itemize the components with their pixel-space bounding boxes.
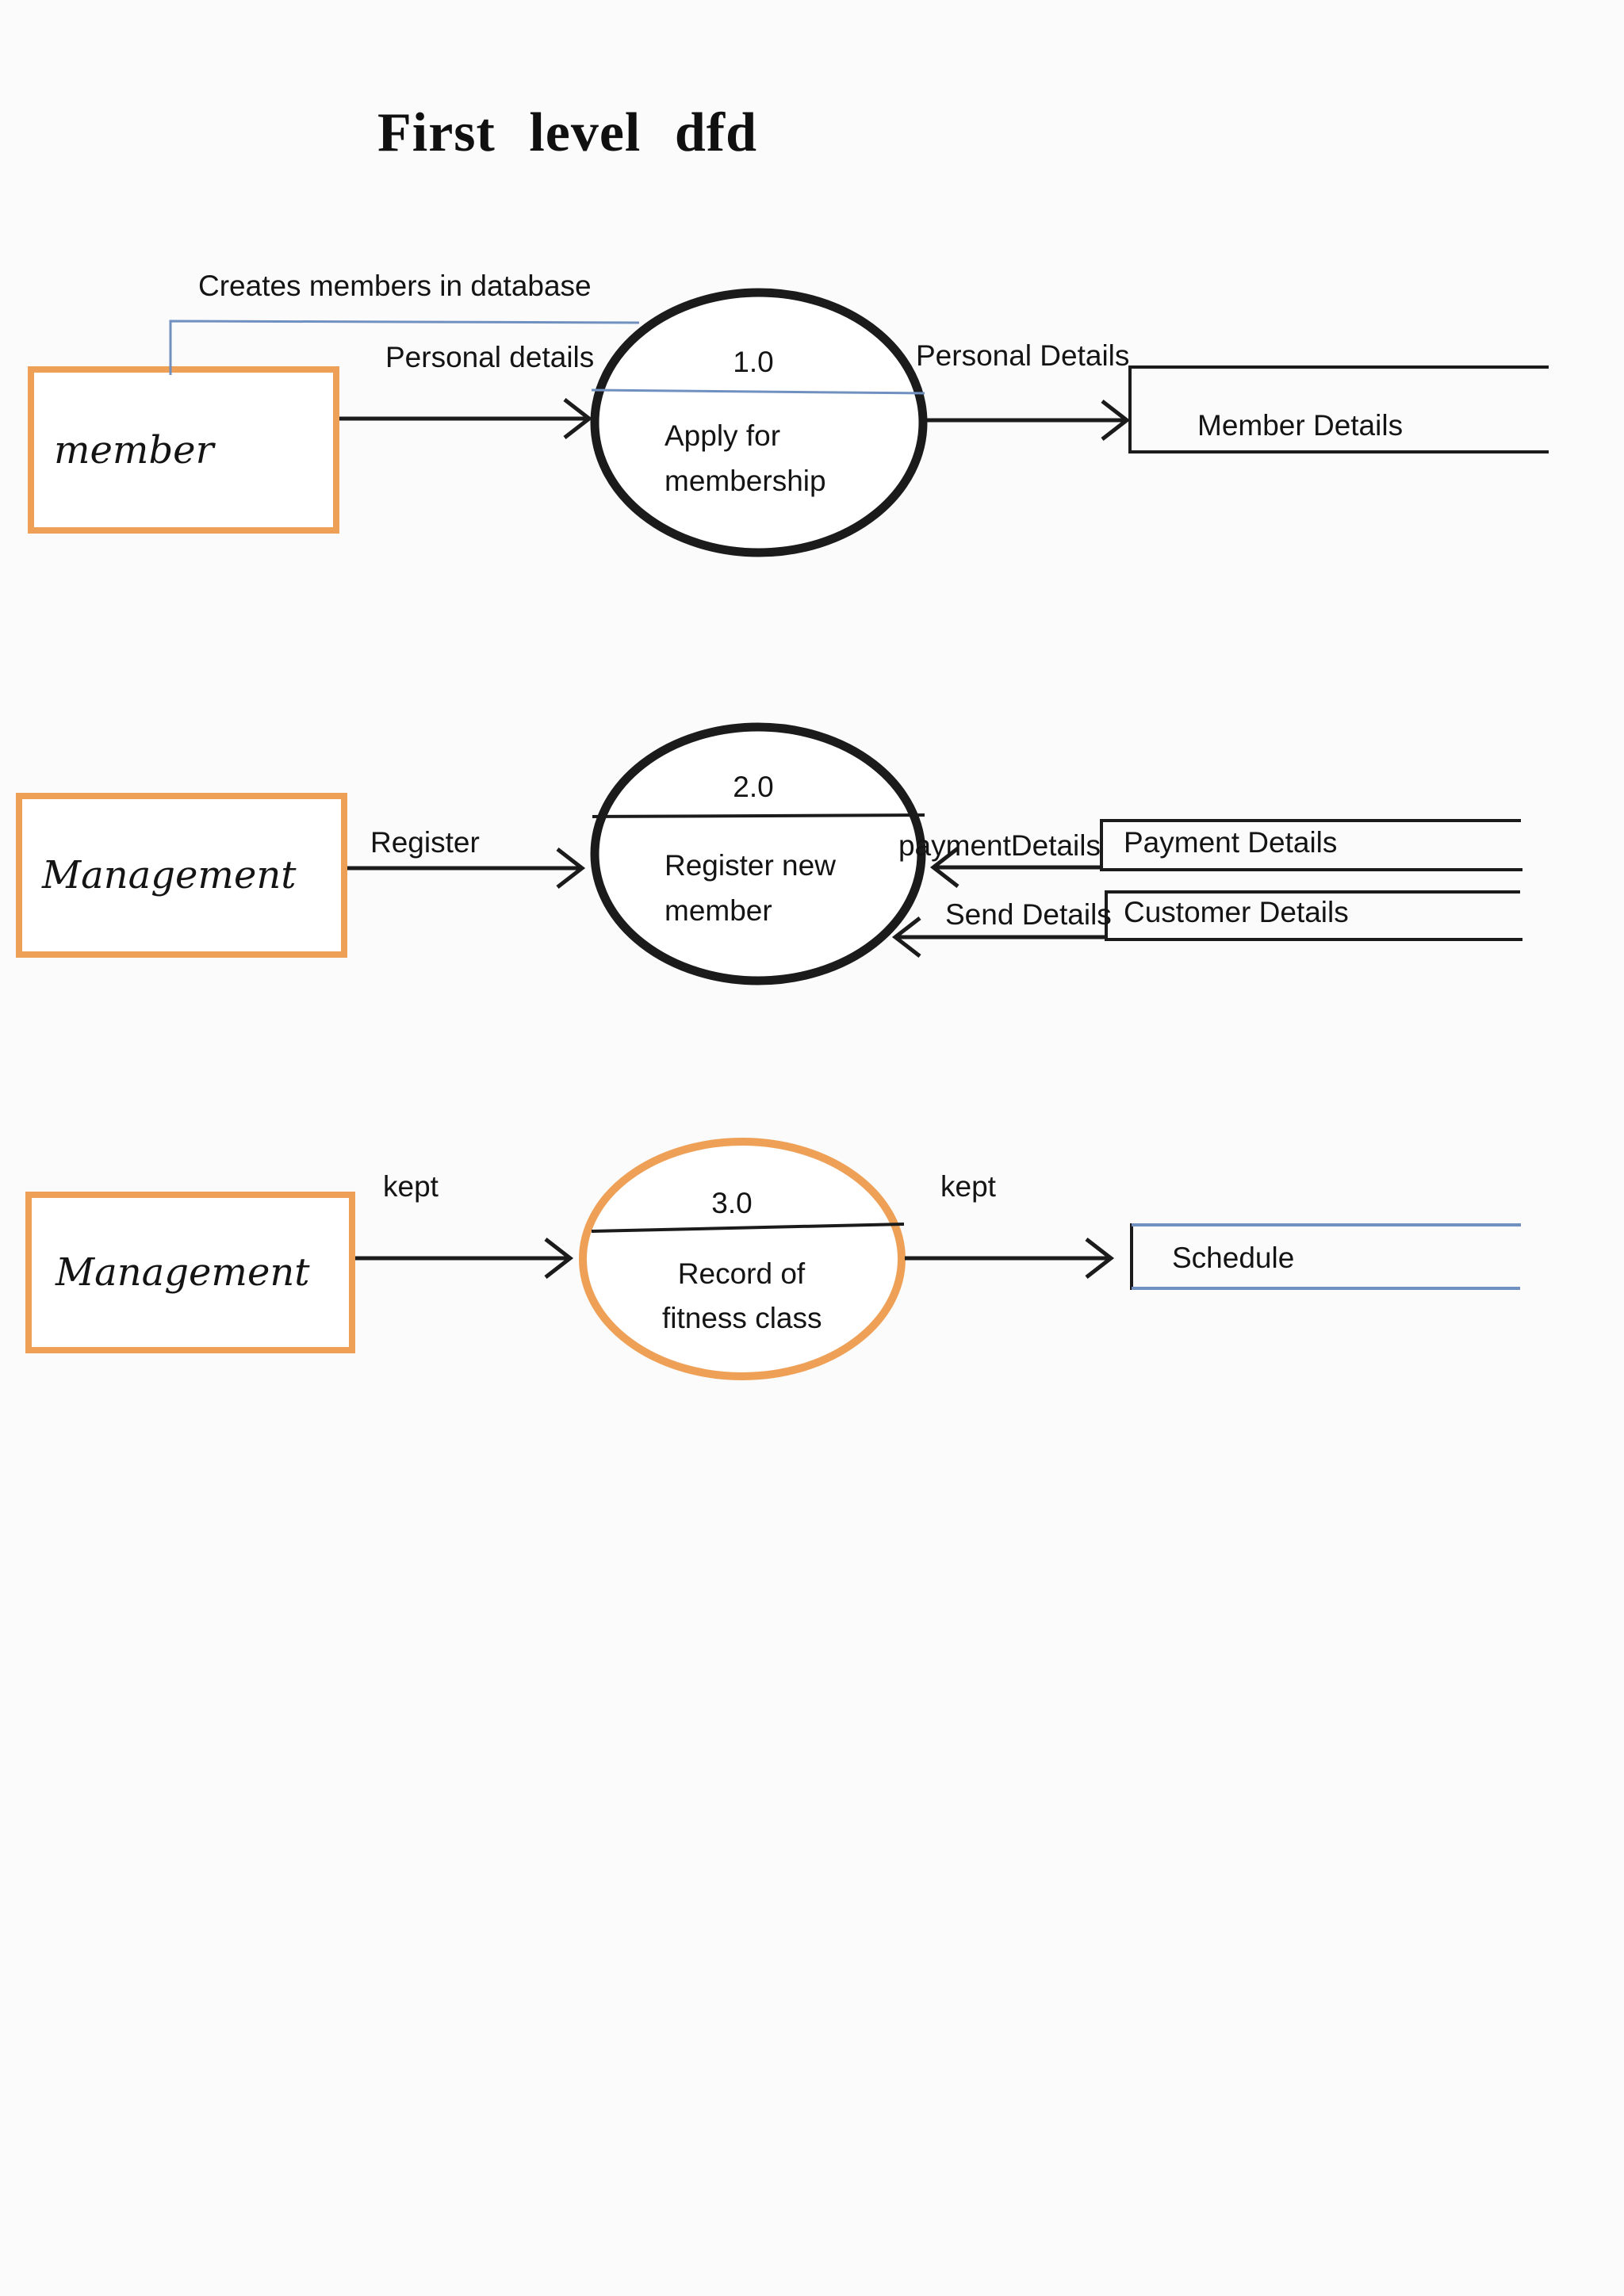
flow-payment-details-label: paymentDetails (872, 829, 1101, 863)
flow-kept-out-arrowhead (1085, 1238, 1115, 1279)
flow-creates-members-label: Creates members in database (198, 270, 592, 302)
entity-member-label: member (54, 427, 214, 473)
flow-payment-details-arrowhead (929, 847, 959, 888)
process-3-circle (579, 1138, 906, 1380)
entity-management-label-2: Management (56, 1250, 310, 1295)
datastore-payment-details-outline (1100, 819, 1522, 871)
process-3-divider (591, 1223, 905, 1233)
process-2-line1: Register new (665, 849, 836, 882)
flow-kept-in-arrowhead (544, 1238, 574, 1279)
datastore-member-details-outline (1128, 365, 1549, 453)
flow-kept-in-label: kept (383, 1170, 439, 1203)
process-1-divider (591, 388, 925, 395)
datastore-payment-details-label: Payment Details (1124, 826, 1338, 859)
process-2-line2: member (665, 894, 772, 927)
flow-personal-details-in-arrowhead (563, 398, 593, 439)
entity-management-box-1: Management (16, 793, 347, 958)
process-3-line2: fitness class (662, 1302, 822, 1334)
process-2-circle (590, 722, 926, 985)
process-1-line1: Apply for (665, 419, 781, 452)
process-3-line1: Record of (677, 1257, 806, 1290)
flow-register-label: Register (370, 826, 480, 859)
flow-personal-details-out-label: Personal Details (916, 339, 1130, 372)
flow-send-details-label: Send Details (945, 898, 1112, 931)
datastore-schedule-label: Schedule (1172, 1242, 1295, 1274)
process-1-number: 1.0 (733, 346, 774, 378)
process-2-divider (592, 813, 925, 818)
flow-personal-details-out-arrowhead (1101, 400, 1131, 441)
process-1-circle (590, 288, 928, 557)
entity-management-box-2: Management (25, 1192, 355, 1353)
flow-payment-details-suffix: Details (1010, 829, 1101, 862)
entity-management-label-1: Management (42, 853, 297, 897)
datastore-customer-details-outline (1105, 890, 1522, 941)
datastore-customer-details-label: Customer Details (1124, 896, 1349, 928)
flow-register-arrowhead (556, 848, 586, 889)
page-title: First level dfd (377, 102, 758, 163)
process-1-line2: membership (665, 465, 826, 497)
datastore-member-details-label: Member Details (1197, 409, 1404, 442)
flow-send-details-arrowhead (891, 916, 921, 958)
process-3-number: 3.0 (711, 1187, 753, 1219)
flow-personal-details-in-label: Personal details (385, 341, 595, 373)
entity-member-box: member (28, 366, 339, 534)
process-2-number: 2.0 (733, 771, 774, 803)
flow-creates-members-line (169, 320, 640, 375)
flow-payment-details-word: payment (898, 829, 1011, 862)
flow-kept-out-label: kept (940, 1170, 996, 1203)
